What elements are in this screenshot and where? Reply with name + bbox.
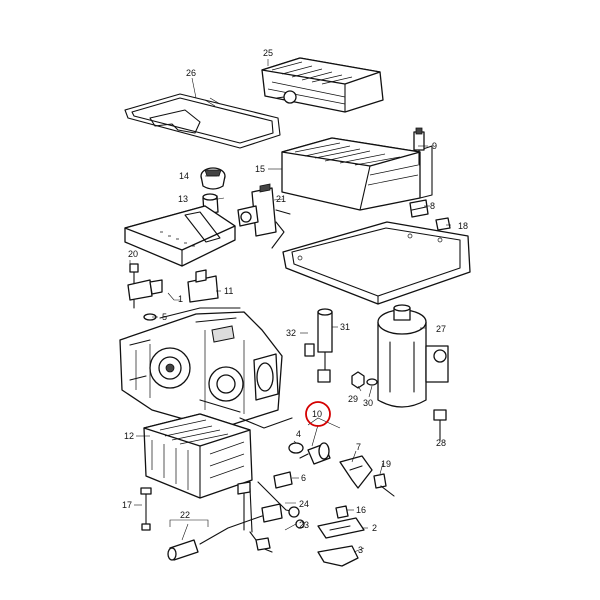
part-bolt-20 [129,263,139,285]
callout-24: 24 [299,499,309,509]
part-sensor-1 [127,279,163,309]
callout-32: 32 [286,328,296,338]
callout-5: 5 [162,312,167,322]
callout-6: 6 [301,473,306,483]
callout-23: 23 [299,520,309,530]
callout-16: 16 [356,505,366,515]
part-knob [200,167,226,190]
callout-1: 1 [178,294,183,304]
callout-4: 4 [296,429,301,439]
callout-10: 10 [312,409,322,419]
callout-30: 30 [363,398,373,408]
callout-13: 13 [178,194,188,204]
part-bracket-7 [339,455,373,489]
part-valve-body [143,413,253,499]
callout-17: 17 [122,500,132,510]
part-nut-16 [335,505,349,519]
part-lock-21 [237,183,291,249]
highlight-circle [305,401,331,427]
callout-15: 15 [255,164,265,174]
callout-18: 18 [458,221,468,231]
callout-29: 29 [348,394,358,404]
part-bracket-3 [317,545,359,567]
part-bolt-19 [373,473,395,497]
callout-9: 9 [432,141,437,151]
callout-14: 14 [179,171,189,181]
callout-labels: 25 26 14 15 9 13 21 8 18 20 1 11 5 32 31… [122,48,468,555]
callout-20: 20 [128,249,138,259]
part-filter-box [281,137,433,211]
part-transmission-housing [119,307,293,429]
part-oil-pan [282,221,471,305]
part-bracket-8 [409,199,429,218]
callout-22: 22 [180,510,190,520]
part-connector-11 [187,269,219,303]
part-clip-6 [273,471,293,489]
leader-lines [129,59,451,553]
part-sensor-10 [299,442,331,465]
callout-7: 7 [356,442,361,452]
part-solenoid-31 [317,308,333,383]
part-selector-13 [202,193,219,215]
callout-25: 25 [263,48,273,58]
callout-21: 21 [276,194,286,204]
part-bolt-17 [140,487,152,531]
part-sensor-22 [167,539,199,561]
part-control-unit [261,57,384,113]
callout-3: 3 [358,545,363,555]
part-indicator-plate [124,205,236,267]
part-cylinder-27 [377,304,449,408]
part-clip-18 [435,217,451,231]
callout-27: 27 [436,324,446,334]
callout-12: 12 [124,431,134,441]
callout-26: 26 [186,68,196,78]
callout-8: 8 [430,201,435,211]
part-bolt-28 [433,409,447,441]
callout-2: 2 [372,523,377,533]
part-plug-32 [304,343,315,357]
part-bracket-2 [317,517,365,539]
callout-11: 11 [224,286,233,296]
part-nut-29 [351,371,365,389]
part-gasket [124,93,281,149]
callout-31: 31 [340,322,350,332]
part-oring-4 [288,442,304,454]
part-sensor-9 [413,127,425,166]
callout-28: 28 [436,438,446,448]
callout-19: 19 [381,459,391,469]
part-washer-30 [366,378,378,386]
part-wiring-harness [199,481,300,553]
